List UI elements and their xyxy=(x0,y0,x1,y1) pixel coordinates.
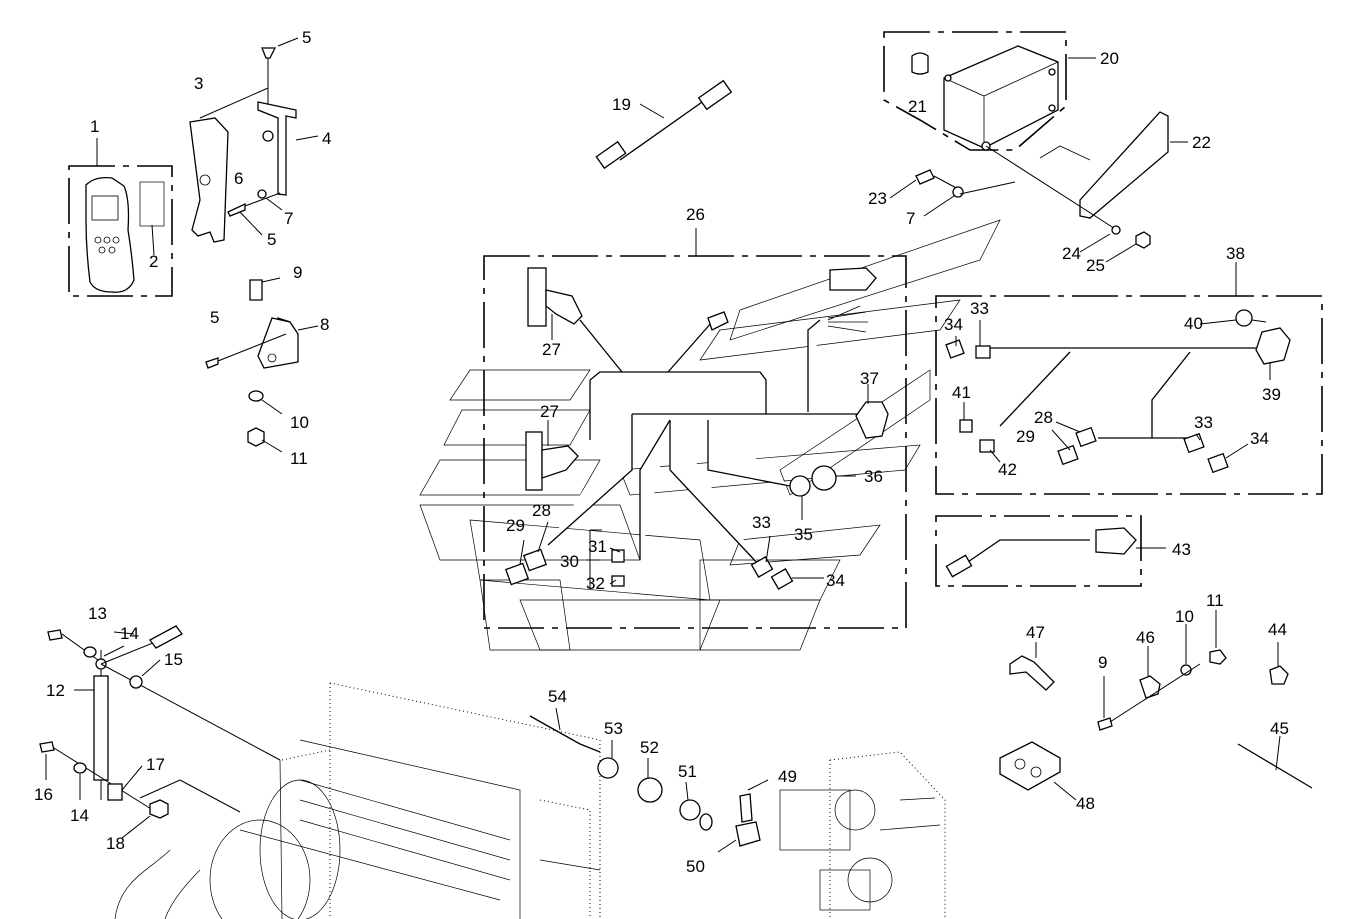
cylinder-12 xyxy=(93,675,109,781)
callout-9: 9 xyxy=(293,263,302,282)
callout-32: 32 xyxy=(586,574,605,593)
callout-21: 21 xyxy=(908,97,927,116)
callout-16: 16 xyxy=(34,785,53,804)
callout-36: 36 xyxy=(864,467,883,486)
callout-14: 14 xyxy=(70,806,89,825)
connector-27a xyxy=(527,267,547,327)
callout-34: 34 xyxy=(1250,429,1269,448)
callout-33: 33 xyxy=(970,299,989,318)
callout-26: 26 xyxy=(686,205,705,224)
callout-28: 28 xyxy=(1034,408,1053,427)
callout-23: 23 xyxy=(868,189,887,208)
leader-lines xyxy=(45,179,1249,839)
callout-2: 2 xyxy=(149,252,158,271)
terminal-group xyxy=(68,138,173,297)
callout-51: 51 xyxy=(678,762,697,781)
callout-24: 24 xyxy=(1062,244,1081,263)
terminal-card xyxy=(139,181,165,227)
right-parts-group xyxy=(999,610,1313,801)
callout-18: 18 xyxy=(106,834,125,853)
cylinder-group xyxy=(39,625,281,819)
callout-9: 9 xyxy=(1098,653,1107,672)
machine-background xyxy=(114,682,946,919)
callout-34: 34 xyxy=(826,571,845,590)
callout-46: 46 xyxy=(1136,628,1155,647)
callout-50: 50 xyxy=(686,857,705,876)
callout-37: 37 xyxy=(860,369,879,388)
callout-6: 6 xyxy=(234,169,243,188)
callout-38: 38 xyxy=(1226,244,1245,263)
callout-29: 29 xyxy=(1016,427,1035,446)
cable-19 xyxy=(595,79,733,170)
callout-31: 31 xyxy=(588,537,607,556)
callout-10: 10 xyxy=(1175,607,1194,626)
callout-5: 5 xyxy=(267,230,276,249)
terminal-frame xyxy=(68,165,173,297)
callout-52: 52 xyxy=(640,738,659,757)
callout-39: 39 xyxy=(1262,385,1281,404)
callout-30: 30 xyxy=(560,552,579,571)
callout-17: 17 xyxy=(146,755,165,774)
callout-40: 40 xyxy=(1184,314,1203,333)
harness-26-group xyxy=(419,219,1001,651)
callout-45: 45 xyxy=(1270,719,1289,738)
callout-53: 53 xyxy=(604,719,623,738)
callout-43: 43 xyxy=(1172,540,1191,559)
connector-27b xyxy=(525,431,543,491)
terminal-display xyxy=(91,195,119,221)
callout-8: 8 xyxy=(320,315,329,334)
terminal-body xyxy=(85,177,135,293)
callout-28: 28 xyxy=(532,501,551,520)
callout-33: 33 xyxy=(752,513,771,532)
callout-48: 48 xyxy=(1076,794,1095,813)
callout-49: 49 xyxy=(778,767,797,786)
callout-22: 22 xyxy=(1192,133,1211,152)
callout-42: 42 xyxy=(998,460,1017,479)
electronics-box-group xyxy=(883,31,1188,249)
callout-25: 25 xyxy=(1086,256,1105,275)
callout-3: 3 xyxy=(194,74,203,93)
callout-1: 1 xyxy=(90,117,99,136)
callout-47: 47 xyxy=(1026,623,1045,642)
callout-35: 35 xyxy=(794,525,813,544)
callout-11: 11 xyxy=(1206,591,1224,610)
callout-19: 19 xyxy=(612,95,631,114)
mount-group xyxy=(205,277,319,453)
fittings-group xyxy=(529,715,769,853)
callout-7: 7 xyxy=(284,209,293,228)
callout-labels: 1 2 3 4 5 5 5 6 7 7 8 9 9 10 10 11 11 12… xyxy=(34,28,1289,876)
callout-11: 11 xyxy=(290,449,308,468)
cable-43-group xyxy=(935,515,1166,587)
callout-7: 7 xyxy=(906,209,915,228)
callout-15: 15 xyxy=(164,650,183,669)
callout-20: 20 xyxy=(1100,49,1119,68)
callout-27: 27 xyxy=(540,402,559,421)
callout-4: 4 xyxy=(322,129,331,148)
callout-41: 41 xyxy=(952,383,971,402)
callout-5: 5 xyxy=(210,308,219,327)
callout-54: 54 xyxy=(548,687,567,706)
callout-29: 29 xyxy=(506,516,525,535)
callout-44: 44 xyxy=(1268,620,1287,639)
harness-38-group xyxy=(935,262,1323,495)
callout-5: 5 xyxy=(302,28,311,47)
bracket-group xyxy=(189,37,319,243)
callout-27: 27 xyxy=(542,340,561,359)
callout-34: 34 xyxy=(944,315,963,334)
callout-13: 13 xyxy=(88,604,107,623)
callout-12: 12 xyxy=(46,681,65,700)
callout-33: 33 xyxy=(1194,413,1213,432)
callout-10: 10 xyxy=(290,413,309,432)
